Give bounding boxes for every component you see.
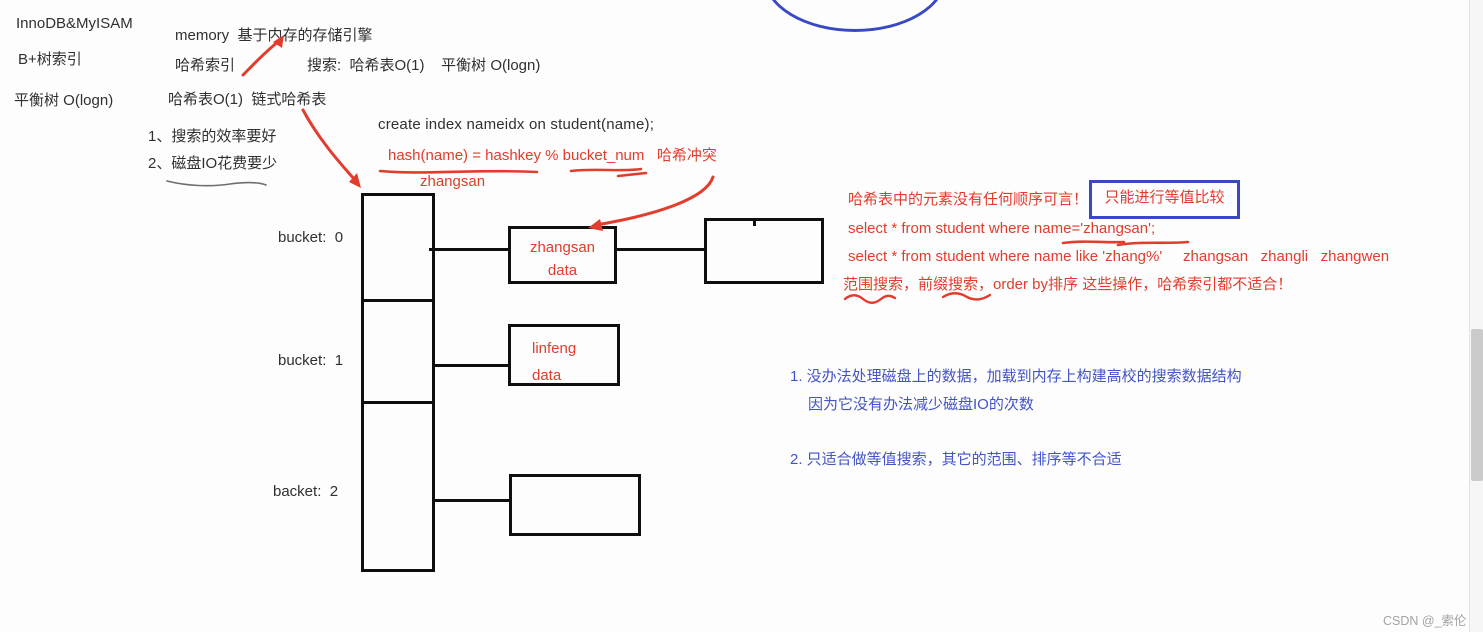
node-empty-box-2	[509, 474, 641, 536]
vertical-scrollbar-thumb[interactable]	[1471, 329, 1483, 481]
node-zhangsan-line2: data	[547, 262, 578, 280]
bucket-0-label: bucket: 0	[278, 229, 344, 246]
node-zhangsan-text: zhangsan data	[508, 236, 617, 283]
red-note-sql-equal: select * from student where name='zhangs…	[848, 220, 1156, 237]
blue-highlight-box	[1089, 180, 1240, 219]
connector-node-node	[615, 248, 706, 251]
note-create-index-sql: create index nameidx on student(name);	[378, 116, 655, 133]
connector-bucket0-node	[429, 248, 509, 251]
vertical-scrollbar-track[interactable]	[1469, 0, 1483, 632]
note-btree-index: B+树索引	[18, 51, 82, 68]
node-linfeng-line1: linfeng	[532, 340, 577, 357]
bucket-1-label: bucket: 1	[278, 352, 344, 369]
node-empty-box-1-tick	[753, 219, 756, 226]
red-arrowhead-bucket	[349, 173, 361, 188]
note-balanced-tree: 平衡树 O(logn)	[14, 92, 114, 109]
node-linfeng-text: linfeng data	[508, 335, 632, 389]
red-note-no-order: 哈希表中的元素没有任何顺序可言！	[848, 191, 1089, 208]
gray-underline-requirement2	[166, 180, 267, 187]
blue-note-point1-line2: 因为它没有办法减少磁盘IO的次数	[808, 396, 1034, 413]
csdn-watermark: CSDN @_索伦	[1383, 614, 1467, 628]
red-arrow-collision-to-node	[594, 175, 715, 227]
node-linfeng-box	[508, 324, 620, 386]
note-requirement-2: 2、磁盘IO花费要少	[148, 155, 278, 172]
connector-bucket1-node	[433, 364, 509, 367]
bucket-divider-1	[361, 299, 435, 302]
note-hash-index: 哈希索引	[175, 57, 236, 74]
bucket-divider-2	[361, 401, 435, 404]
note-hashtable-chain: 哈希表O(1) 链式哈希表	[168, 91, 327, 108]
connector-bucket2-node	[433, 499, 510, 502]
bucket-2-label: backet: 2	[273, 483, 339, 500]
note-requirement-1: 1、搜索的效率要好	[148, 128, 277, 145]
node-linfeng-line2: data	[532, 367, 562, 384]
red-underline-name-zhangsan	[1061, 240, 1190, 247]
node-empty-box-1	[704, 218, 824, 284]
blue-note-point1-line1: 1. 没办法处理磁盘上的数据，加载到内存上构建高校的搜索数据结构	[790, 368, 1242, 385]
note-hash-formula: hash(name) = hashkey % bucket_num 哈希冲突	[388, 147, 717, 164]
node-zhangsan-line1: zhangsan	[529, 239, 596, 256]
red-note-sql-like: select * from student where name like 'z…	[848, 248, 1390, 265]
blue-ellipse-shape	[763, 0, 947, 32]
blue-note-point2: 2. 只适合做等值搜索，其它的范围、排序等不合适	[790, 451, 1122, 468]
note-memory-engine: memory 基于内存的存储引擎	[175, 27, 373, 44]
note-engine-compare: InnoDB&MyISAM	[16, 15, 133, 32]
note-search-complexity: 搜索: 哈希表O(1) 平衡树 O(logn)	[307, 57, 541, 74]
red-note-unsuitable: 范围搜索，前缀搜索，order by排序 这些操作，哈希索引都不适合！	[843, 276, 1293, 293]
node-zhangsan-box	[508, 226, 617, 284]
note-hash-key-example: zhangsan	[420, 173, 486, 190]
red-note-equal-only: 只能进行等值比较	[1104, 189, 1225, 206]
red-arrow-chain-to-bucket	[301, 108, 357, 182]
bucket-array-rect	[361, 193, 435, 572]
red-arrow-hashindex-to-memory	[241, 39, 281, 77]
